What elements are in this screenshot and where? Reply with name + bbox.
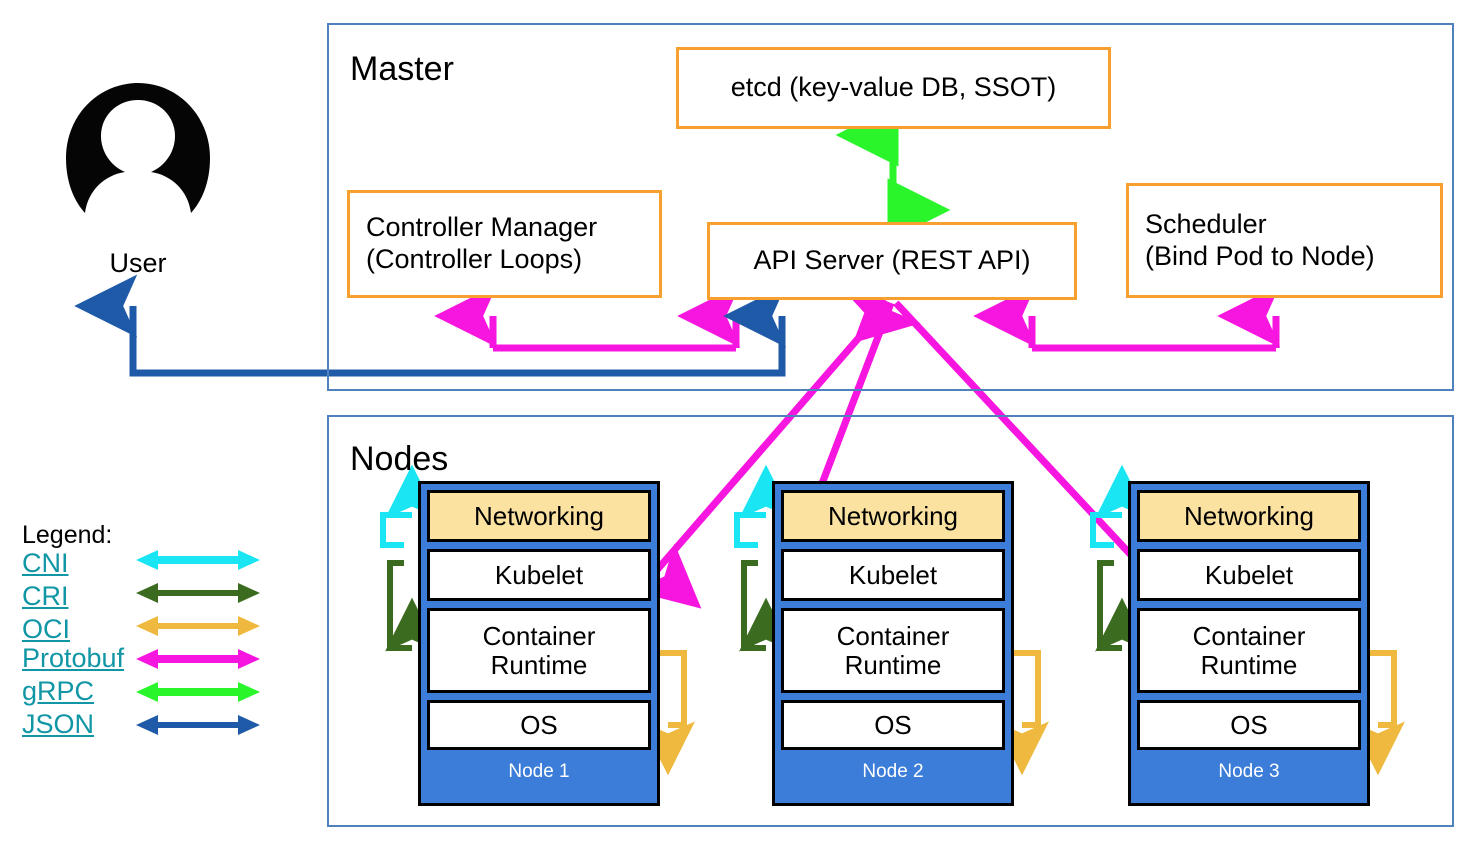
node-2-kubelet-layer[interactable]: Kubelet (781, 549, 1005, 601)
node-2-os-label: OS (874, 709, 912, 740)
node-2-kubelet-label: Kubelet (848, 559, 938, 590)
node-1-os-layer[interactable]: OS (427, 700, 651, 750)
node-1-kubelet-layer[interactable]: Kubelet (427, 549, 651, 601)
nodes-group (327, 415, 1454, 827)
api-server-label: API Server (REST API) (753, 245, 1031, 276)
scheduler-label-line1: Scheduler (1145, 208, 1267, 239)
node-3-label: Node 3 (1218, 761, 1280, 782)
node-2-os-layer[interactable]: OS (781, 700, 1005, 750)
node-2[interactable]: Networking Kubelet Container Runtime OS … (772, 481, 1014, 806)
node-1-os-label: OS (520, 709, 558, 740)
node-1-container-runtime-label-line2: Runtime (490, 649, 588, 680)
node-3[interactable]: Networking Kubelet Container Runtime OS … (1128, 481, 1370, 806)
legend-arrow-cri (136, 583, 260, 603)
node-3-container-runtime-layer[interactable]: Container Runtime (1137, 608, 1361, 693)
node-3-container-runtime-label-line1: Container (1192, 620, 1306, 651)
master-group-title: Master (350, 50, 454, 88)
master-group (327, 23, 1454, 391)
node-3-networking-label: Networking (1183, 500, 1315, 531)
legend-arrow-json (136, 715, 260, 735)
user-avatar-icon (63, 80, 213, 220)
legend-item-oci[interactable]: OCI (22, 614, 71, 644)
node-1[interactable]: Networking Kubelet Container Runtime OS … (418, 481, 660, 806)
legend-arrow-grpc (136, 682, 260, 702)
node-1-networking-label: Networking (473, 500, 605, 531)
nodes-group-title: Nodes (350, 440, 449, 478)
node-1-container-runtime-layer[interactable]: Container Runtime (427, 608, 651, 693)
node-2-container-runtime-layer[interactable]: Container Runtime (781, 608, 1005, 693)
user-label: User (109, 248, 167, 278)
node-3-networking-layer[interactable]: Networking (1137, 490, 1361, 542)
legend-item-json[interactable]: JSON (22, 709, 95, 739)
scheduler-box[interactable]: Scheduler (Bind Pod to Node) (1126, 183, 1443, 298)
node-3-kubelet-label: Kubelet (1204, 559, 1294, 590)
node-1-networking-layer[interactable]: Networking (427, 490, 651, 542)
node-3-os-label: OS (1230, 709, 1268, 740)
node-3-container-runtime-label-line2: Runtime (1200, 649, 1298, 680)
node-3-os-layer[interactable]: OS (1137, 700, 1361, 750)
legend-item-cni[interactable]: CNI (22, 548, 69, 578)
controller-manager-box[interactable]: Controller Manager (Controller Loops) (347, 190, 662, 298)
legend-item-cri[interactable]: CRI (22, 581, 69, 611)
node-2-networking-layer[interactable]: Networking (781, 490, 1005, 542)
node-2-label: Node 2 (862, 761, 924, 782)
etcd-label: etcd (key-value DB, SSOT) (730, 72, 1057, 103)
api-server-box[interactable]: API Server (REST API) (707, 222, 1077, 300)
node-1-kubelet-label: Kubelet (494, 559, 584, 590)
scheduler-label-line2: (Bind Pod to Node) (1145, 240, 1375, 271)
controller-manager-label-line1: Controller Manager (366, 212, 598, 243)
legend-title: Legend: (22, 521, 113, 549)
node-3-kubelet-layer[interactable]: Kubelet (1137, 549, 1361, 601)
node-2-container-runtime-label-line1: Container (836, 620, 950, 651)
legend-item-grpc[interactable]: gRPC (22, 676, 95, 706)
legend-arrow-oci (136, 616, 260, 636)
node-1-label: Node 1 (508, 761, 570, 782)
legend-arrow-protobuf (136, 649, 260, 669)
etcd-box[interactable]: etcd (key-value DB, SSOT) (676, 47, 1111, 129)
legend-arrow-cni (136, 550, 260, 570)
controller-manager-label-line2: (Controller Loops) (366, 244, 583, 274)
node-2-container-runtime-label-line2: Runtime (844, 649, 942, 680)
node-1-container-runtime-label-line1: Container (482, 620, 596, 651)
legend-item-protobuf[interactable]: Protobuf (22, 643, 125, 673)
node-2-networking-label: Networking (827, 500, 959, 531)
